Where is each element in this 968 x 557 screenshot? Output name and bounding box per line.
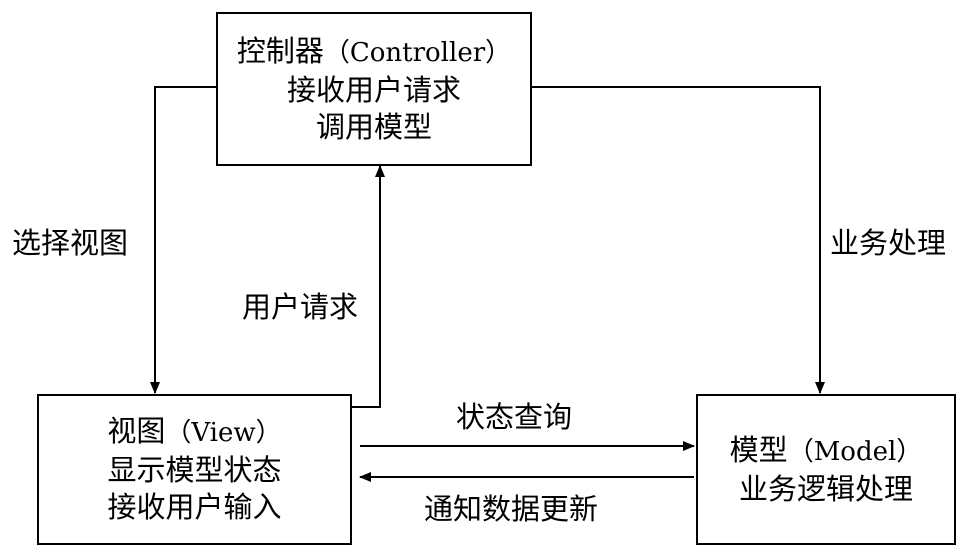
- state-query-label: 状态查询: [456, 400, 573, 434]
- model-title-en: （Model）: [787, 436, 923, 467]
- controller-title-cn: 控制器: [236, 33, 324, 68]
- view-box: 视图（View） 显示模型状态 接收用户输入: [37, 394, 352, 545]
- controller-title: 控制器（Controller）: [237, 33, 511, 72]
- controller-box: 控制器（Controller） 接收用户请求 调用模型: [216, 12, 532, 166]
- model-line-2: 业务逻辑处理: [738, 471, 913, 506]
- model-box: 模型（Model） 业务逻辑处理: [696, 394, 956, 545]
- user-request-label: 用户请求: [242, 290, 359, 324]
- business-processing-arrow: [532, 86, 825, 394]
- business-processing-label: 业务处理: [830, 226, 947, 260]
- view-title: 视图（View）: [107, 413, 281, 452]
- controller-line-3: 调用模型: [315, 109, 432, 144]
- view-line-2: 显示模型状态: [107, 453, 282, 487]
- view-title-cn: 视图: [107, 414, 166, 448]
- controller-title-en: （Controller）: [323, 37, 512, 68]
- model-title: 模型（Model）: [730, 432, 923, 471]
- controller-line-2: 接收用户请求: [286, 72, 461, 107]
- notify-update-label: 通知数据更新: [424, 492, 599, 526]
- user-request-arrow: [352, 165, 385, 408]
- select-view-label: 选择视图: [12, 226, 129, 260]
- select-view-arrow: [150, 86, 216, 394]
- view-line-3: 接收用户输入: [107, 490, 282, 524]
- model-title-cn: 模型: [729, 432, 788, 467]
- view-title-en: （View）: [165, 418, 282, 448]
